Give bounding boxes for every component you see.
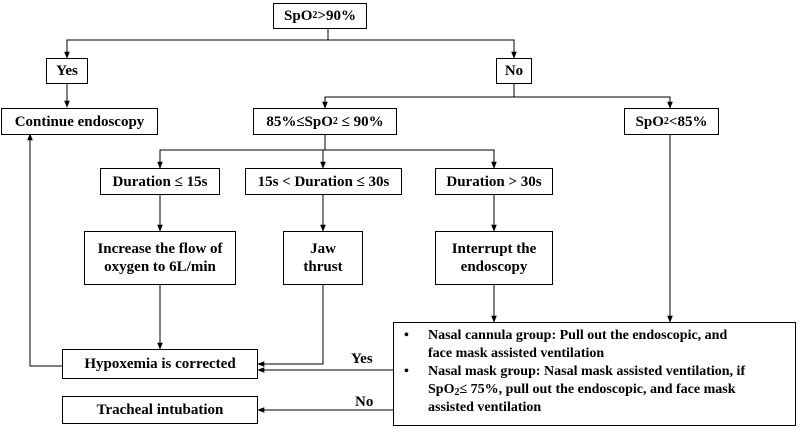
- node-duration-long-label: Duration > 30s: [446, 173, 542, 190]
- node-no: No: [496, 58, 532, 84]
- node-ventilation-management: • Nasal cannula group: Pull out the endo…: [393, 322, 796, 426]
- nasal-mask-line-2: SpO2≤ 75%, pull out the endoscopic, and …: [428, 382, 736, 398]
- node-jaw-thrust: Jaw thrust: [283, 231, 363, 285]
- node-duration-long: Duration > 30s: [435, 168, 553, 195]
- node-duration-mid-label: 15s < Duration ≤ 30s: [257, 173, 390, 190]
- node-duration-short-label: Duration ≤ 15s: [112, 173, 208, 190]
- edge-label-no: No: [355, 394, 374, 410]
- node-continue-label: Continue endoscopy: [14, 113, 145, 130]
- edge-corrected-to-continue: [27, 133, 62, 367]
- nasal-mask-line-3: assisted ventilation: [428, 400, 542, 415]
- node-increase-flow-line-2: oxygen to 6L/min: [104, 259, 216, 275]
- node-jaw-thrust-line-1: Jaw: [310, 241, 336, 257]
- node-duration-mid: 15s < Duration ≤ 30s: [245, 168, 402, 195]
- edge-no-to-low: [514, 96, 673, 109]
- node-increase-oxygen-flow: Increase the flow of oxygen to 6L/min: [84, 231, 236, 285]
- node-intubation-label: Tracheal intubation: [96, 402, 224, 418]
- node-interrupt-line-2: endoscopy: [460, 259, 528, 275]
- edge-jaw-to-corrected: [257, 285, 324, 367]
- edge-mid-to-long: [323, 149, 497, 169]
- node-tracheal-intubation: Tracheal intubation: [62, 396, 258, 424]
- node-yes-label: Yes: [56, 63, 78, 79]
- node-interrupt-endoscopy: Interrupt the endoscopy: [435, 231, 553, 285]
- node-continue-endoscopy: Continue endoscopy: [1, 108, 158, 135]
- edge-mid-to-mid: [160, 149, 326, 169]
- node-duration-short: Duration ≤ 15s: [100, 168, 220, 195]
- edge-root-to-no: [328, 39, 517, 59]
- node-jaw-thrust-line-2: thrust: [303, 259, 343, 275]
- nasal-cannula-line-2: face mask assisted ventilation: [428, 346, 605, 361]
- node-increase-flow-line-1: Increase the flow of: [97, 241, 223, 257]
- node-yes: Yes: [46, 58, 88, 84]
- node-interrupt-line-1: Interrupt the: [451, 241, 537, 257]
- node-corrected-label: Hypoxemia is corrected: [84, 356, 236, 372]
- edge-mid-to-short: [157, 135, 326, 169]
- edge-root-to-yes: [64, 28, 329, 59]
- node-hypoxemia-corrected: Hypoxemia is corrected: [62, 349, 258, 379]
- edge-no-to-mid: [322, 84, 515, 109]
- edge-label-yes: Yes: [351, 351, 373, 367]
- management-item-nasal-cannula: • Nasal cannula group: Pull out the endo…: [400, 327, 789, 363]
- bullet-icon: •: [404, 328, 409, 343]
- management-item-nasal-mask: • Nasal mask group: Nasal mask assisted …: [400, 363, 789, 417]
- nasal-cannula-line-1: Nasal cannula group: Pull out the endosc…: [428, 328, 728, 343]
- bullet-icon: •: [404, 364, 409, 379]
- node-no-label: No: [504, 63, 524, 79]
- nasal-mask-line-1: Nasal mask group: Nasal mask assisted ve…: [428, 364, 746, 379]
